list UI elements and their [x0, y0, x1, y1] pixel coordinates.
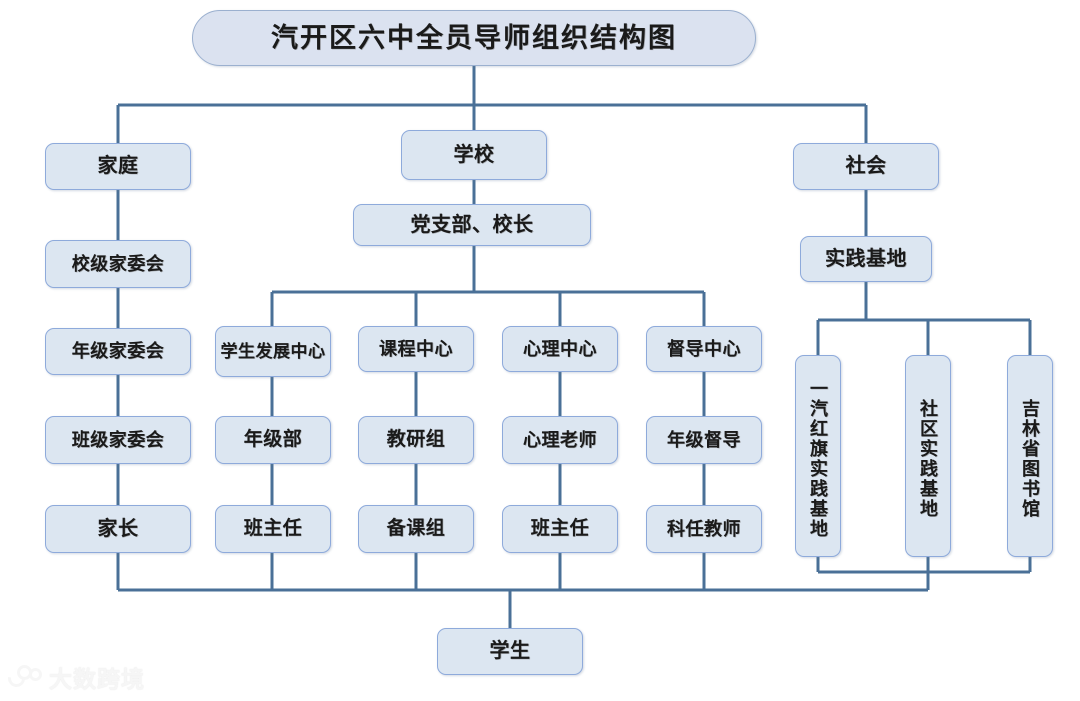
node-label: 心理中心	[523, 338, 597, 359]
node-school-root[interactable]: 学校	[401, 130, 547, 180]
node-class-teacher-a[interactable]: 班主任	[215, 505, 331, 553]
node-label: 一汽红旗实践基地	[808, 379, 828, 539]
node-grade-department[interactable]: 年级部	[215, 416, 331, 464]
node-label: 社区实践基地	[918, 399, 938, 519]
node-center-curriculum[interactable]: 课程中心	[358, 326, 474, 372]
watermark-logo-icon	[4, 665, 42, 691]
watermark-text: 大数跨境	[49, 666, 145, 692]
node-class-teacher-b[interactable]: 班主任	[502, 505, 618, 553]
node-family-class-committee[interactable]: 班级家委会	[45, 416, 191, 464]
node-label: 课程中心	[379, 338, 453, 359]
node-center-supervision[interactable]: 督导中心	[646, 326, 762, 372]
node-label: 年级督导	[667, 429, 741, 450]
node-label: 家长	[97, 517, 139, 540]
node-center-student-development[interactable]: 学生发展中心	[215, 326, 331, 377]
node-label: 党支部、校长	[410, 213, 534, 236]
node-family-grade-committee[interactable]: 年级家委会	[45, 328, 191, 375]
node-label: 社会	[845, 155, 887, 178]
node-center-psychology[interactable]: 心理中心	[502, 326, 618, 372]
node-label: 校级家委会	[71, 253, 165, 274]
node-label: 学生发展中心	[220, 341, 326, 361]
node-teaching-research-group[interactable]: 教研组	[358, 416, 474, 464]
node-psychology-teacher[interactable]: 心理老师	[502, 416, 618, 464]
node-students[interactable]: 学生	[437, 628, 583, 675]
node-label: 班级家委会	[71, 429, 165, 450]
node-base-faw-hongqi[interactable]: 一汽红旗实践基地	[795, 355, 841, 557]
node-label: 教研组	[386, 429, 446, 451]
node-label: 实践基地	[825, 247, 907, 270]
node-subject-teacher[interactable]: 科任教师	[646, 505, 762, 553]
node-label: 年级家委会	[71, 341, 165, 362]
chart-title-text: 汽开区六中全员导师组织结构图	[271, 22, 677, 53]
node-label: 学校	[453, 143, 495, 166]
node-society-root[interactable]: 社会	[793, 143, 939, 190]
node-label: 年级部	[243, 429, 303, 451]
node-label: 备课组	[386, 518, 446, 540]
node-label: 家庭	[97, 155, 139, 178]
node-label: 心理老师	[523, 429, 597, 450]
node-base-jilin-library[interactable]: 吉林省图书馆	[1007, 355, 1053, 557]
node-lesson-prep-group[interactable]: 备课组	[358, 505, 474, 553]
node-family-root[interactable]: 家庭	[45, 143, 191, 190]
node-label: 学生	[489, 640, 531, 663]
node-school-party-principal[interactable]: 党支部、校长	[353, 204, 591, 246]
node-label: 班主任	[530, 518, 590, 540]
node-label: 督导中心	[667, 338, 741, 359]
node-base-community[interactable]: 社区实践基地	[905, 355, 951, 557]
chart-title-node: 汽开区六中全员导师组织结构图	[192, 10, 756, 66]
node-practice-base[interactable]: 实践基地	[800, 236, 932, 282]
node-family-school-committee[interactable]: 校级家委会	[45, 240, 191, 288]
node-family-parents[interactable]: 家长	[45, 505, 191, 553]
node-grade-supervisor[interactable]: 年级督导	[646, 416, 762, 464]
node-label: 班主任	[243, 518, 303, 540]
node-label: 科任教师	[667, 518, 741, 539]
watermark: 大数跨境	[4, 660, 145, 694]
node-label: 吉林省图书馆	[1020, 399, 1040, 519]
